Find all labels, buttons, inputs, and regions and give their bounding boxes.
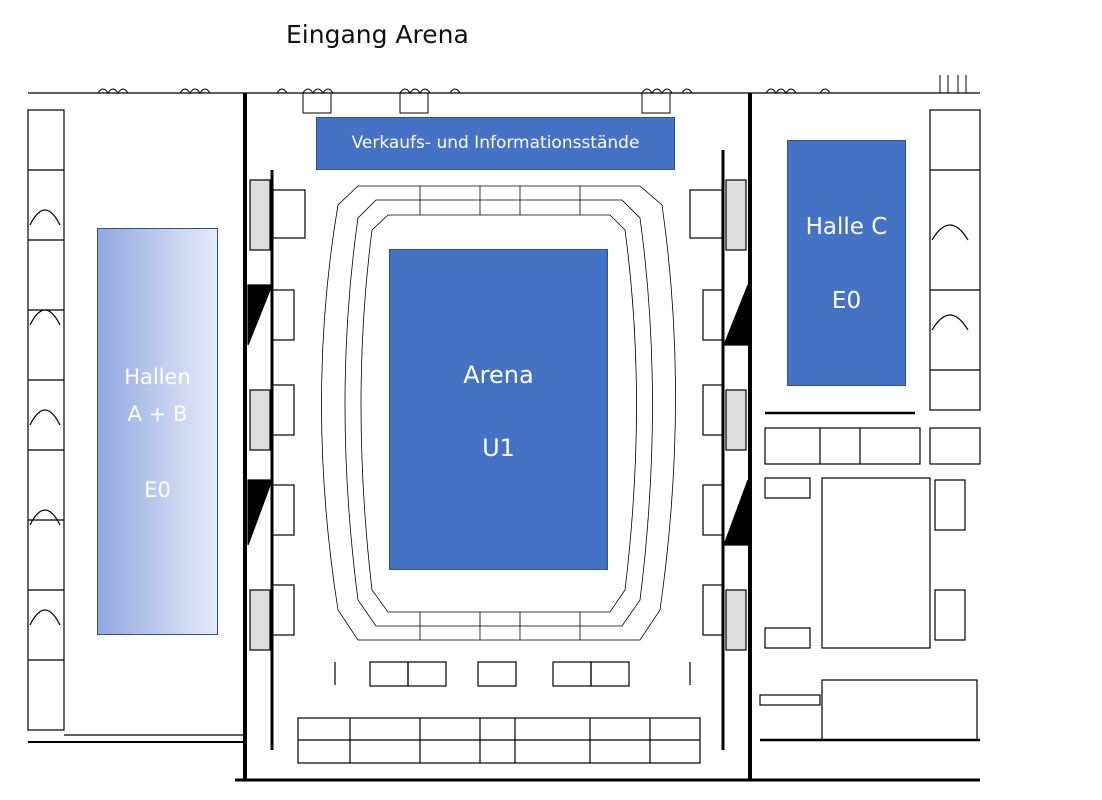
left-corridor: [243, 93, 306, 780]
hallen-ab-label-line2: A + B: [127, 402, 188, 426]
lower-booths: [334, 661, 691, 687]
halle-c-level: E0: [831, 288, 862, 314]
bottom-service-rooms: [235, 717, 980, 782]
hallen-ab-level: E0: [144, 478, 171, 502]
entrance-doors: [97, 75, 967, 114]
left-rooms: [27, 109, 65, 731]
arena-label: Arena: [463, 361, 534, 389]
hallen-ab-label-line1: Hallen: [124, 365, 191, 389]
hallen-ab-area[interactable]: Hallen A + B E0: [97, 228, 218, 635]
halle-c-area[interactable]: Halle C E0: [787, 140, 906, 386]
arena-seating: [321, 185, 676, 641]
sales-info-stands-area[interactable]: Verkaufs- und Informationsstände: [316, 117, 675, 170]
right-rooms: [759, 109, 981, 742]
arena-level: U1: [482, 434, 515, 462]
halle-c-label: Halle C: [805, 214, 888, 240]
right-corridor: [689, 93, 752, 780]
arena-area[interactable]: Arena U1: [389, 249, 608, 570]
sales-info-stands-label: Verkaufs- und Informationsstände: [351, 133, 640, 153]
entrance-label: Eingang Arena: [286, 20, 469, 49]
